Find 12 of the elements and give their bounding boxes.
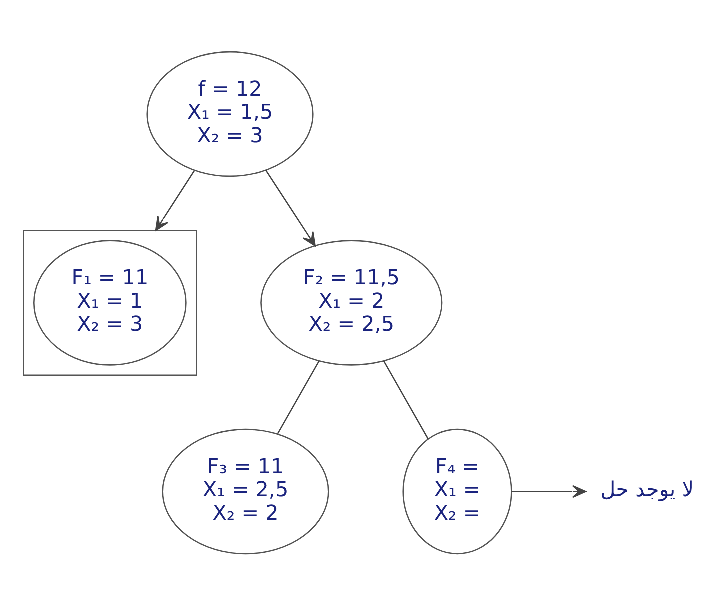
- connector: [277, 360, 320, 434]
- arrow: [512, 484, 586, 498]
- connector: [383, 360, 429, 439]
- node-ellipse: F₁ = 11 X₁ = 1 X₂ = 3: [33, 240, 187, 366]
- arrow: [155, 170, 196, 231]
- node-ellipse: f = 12 X₁ = 1,5 X₂ = 3: [146, 50, 314, 177]
- arrow: [265, 170, 316, 246]
- cluster: [23, 229, 198, 376]
- node-ellipse: F₂ = 11,5 X₁ = 2 X₂ = 2,5: [260, 240, 443, 366]
- node-ellipse: F₄ = X₁ = X₂ =: [402, 428, 512, 554]
- node-ellipse: F₃ = 11 X₁ = 2,5 X₂ = 2: [162, 428, 330, 554]
- node-text: لا يوجد حل: [600, 477, 694, 502]
